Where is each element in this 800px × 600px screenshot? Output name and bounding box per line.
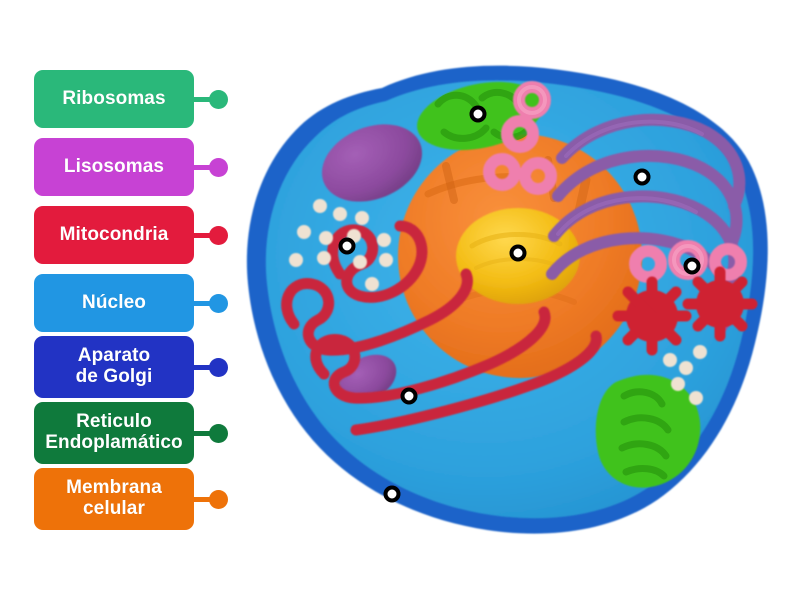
marker-rough-er[interactable] bbox=[400, 387, 418, 405]
ribosomes-cluster-right bbox=[663, 345, 707, 405]
cell-diagram-image bbox=[232, 48, 777, 553]
label-item-ribosomas[interactable]: Ribosomas bbox=[34, 70, 228, 128]
label-text-ribosomas: Ribosomas bbox=[62, 87, 166, 109]
label-chip-golgi[interactable]: Aparato de Golgi bbox=[34, 336, 194, 398]
rough-endoplasmic-reticulum bbox=[281, 220, 602, 436]
smooth-er-highlight bbox=[556, 119, 704, 236]
label-connector-golgi bbox=[194, 357, 228, 377]
label-item-golgi[interactable]: Aparato de Golgi bbox=[34, 336, 228, 398]
connector-line-mitocondria bbox=[194, 232, 210, 238]
connector-line-nucleo bbox=[194, 300, 210, 306]
connector-dot-mitocondria[interactable] bbox=[209, 225, 228, 245]
label-item-reticulo[interactable]: Reticulo Endoplamático bbox=[34, 402, 228, 464]
centrioles bbox=[612, 266, 758, 356]
label-text-lisosomas: Lisosomas bbox=[63, 155, 165, 177]
connector-dot-lisosomas[interactable] bbox=[209, 157, 228, 177]
label-item-membrana[interactable]: Membrana celular bbox=[34, 468, 228, 530]
label-item-nucleo[interactable]: Núcleo bbox=[34, 274, 228, 332]
label-chip-membrana[interactable]: Membrana celular bbox=[34, 468, 194, 530]
connector-dot-ribosomas[interactable] bbox=[209, 89, 228, 109]
mitochondrion-bottom bbox=[595, 374, 701, 488]
connector-line-ribosomas bbox=[194, 96, 210, 102]
lysosome-upper bbox=[321, 124, 423, 202]
golgi-vesicles bbox=[483, 81, 747, 283]
marker-mitochondria-top[interactable] bbox=[469, 105, 487, 123]
connector-dot-nucleo[interactable] bbox=[209, 293, 228, 313]
label-chip-ribosomas[interactable]: Ribosomas bbox=[34, 70, 194, 128]
label-item-mitocondria[interactable]: Mitocondria bbox=[34, 206, 228, 264]
label-chip-lisosomas[interactable]: Lisosomas bbox=[34, 138, 194, 196]
cell-illustration bbox=[246, 65, 768, 534]
connector-line-golgi bbox=[194, 364, 210, 370]
label-connector-ribosomas bbox=[194, 89, 228, 109]
label-connector-mitocondria bbox=[194, 225, 228, 245]
connector-dot-golgi[interactable] bbox=[209, 357, 228, 377]
label-chip-nucleo[interactable]: Núcleo bbox=[34, 274, 194, 332]
marker-membrane[interactable] bbox=[383, 485, 401, 503]
label-connector-nucleo bbox=[194, 293, 228, 313]
label-text-reticulo: Reticulo Endoplamático bbox=[45, 411, 183, 453]
connector-dot-reticulo[interactable] bbox=[209, 423, 228, 443]
marker-golgi-vesicles[interactable] bbox=[683, 257, 701, 275]
connector-dot-membrana[interactable] bbox=[209, 489, 228, 509]
marker-nucleus[interactable] bbox=[509, 244, 527, 262]
label-connector-lisosomas bbox=[194, 157, 228, 177]
marker-smooth-er[interactable] bbox=[633, 168, 651, 186]
label-connector-reticulo bbox=[194, 423, 228, 443]
marker-ribosomes[interactable] bbox=[338, 237, 356, 255]
label-chip-reticulo[interactable]: Reticulo Endoplamático bbox=[34, 402, 194, 464]
label-text-mitocondria: Mitocondria bbox=[59, 223, 169, 245]
label-connector-membrana bbox=[194, 489, 228, 509]
connector-line-lisosomas bbox=[194, 164, 210, 170]
connector-line-reticulo bbox=[194, 430, 210, 436]
label-text-golgi: Aparato de Golgi bbox=[75, 345, 153, 387]
label-item-lisosomas[interactable]: Lisosomas bbox=[34, 138, 228, 196]
label-chip-mitocondria[interactable]: Mitocondria bbox=[34, 206, 194, 264]
connector-line-membrana bbox=[194, 496, 210, 502]
label-text-nucleo: Núcleo bbox=[82, 291, 146, 313]
label-text-membrana: Membrana celular bbox=[66, 477, 162, 519]
